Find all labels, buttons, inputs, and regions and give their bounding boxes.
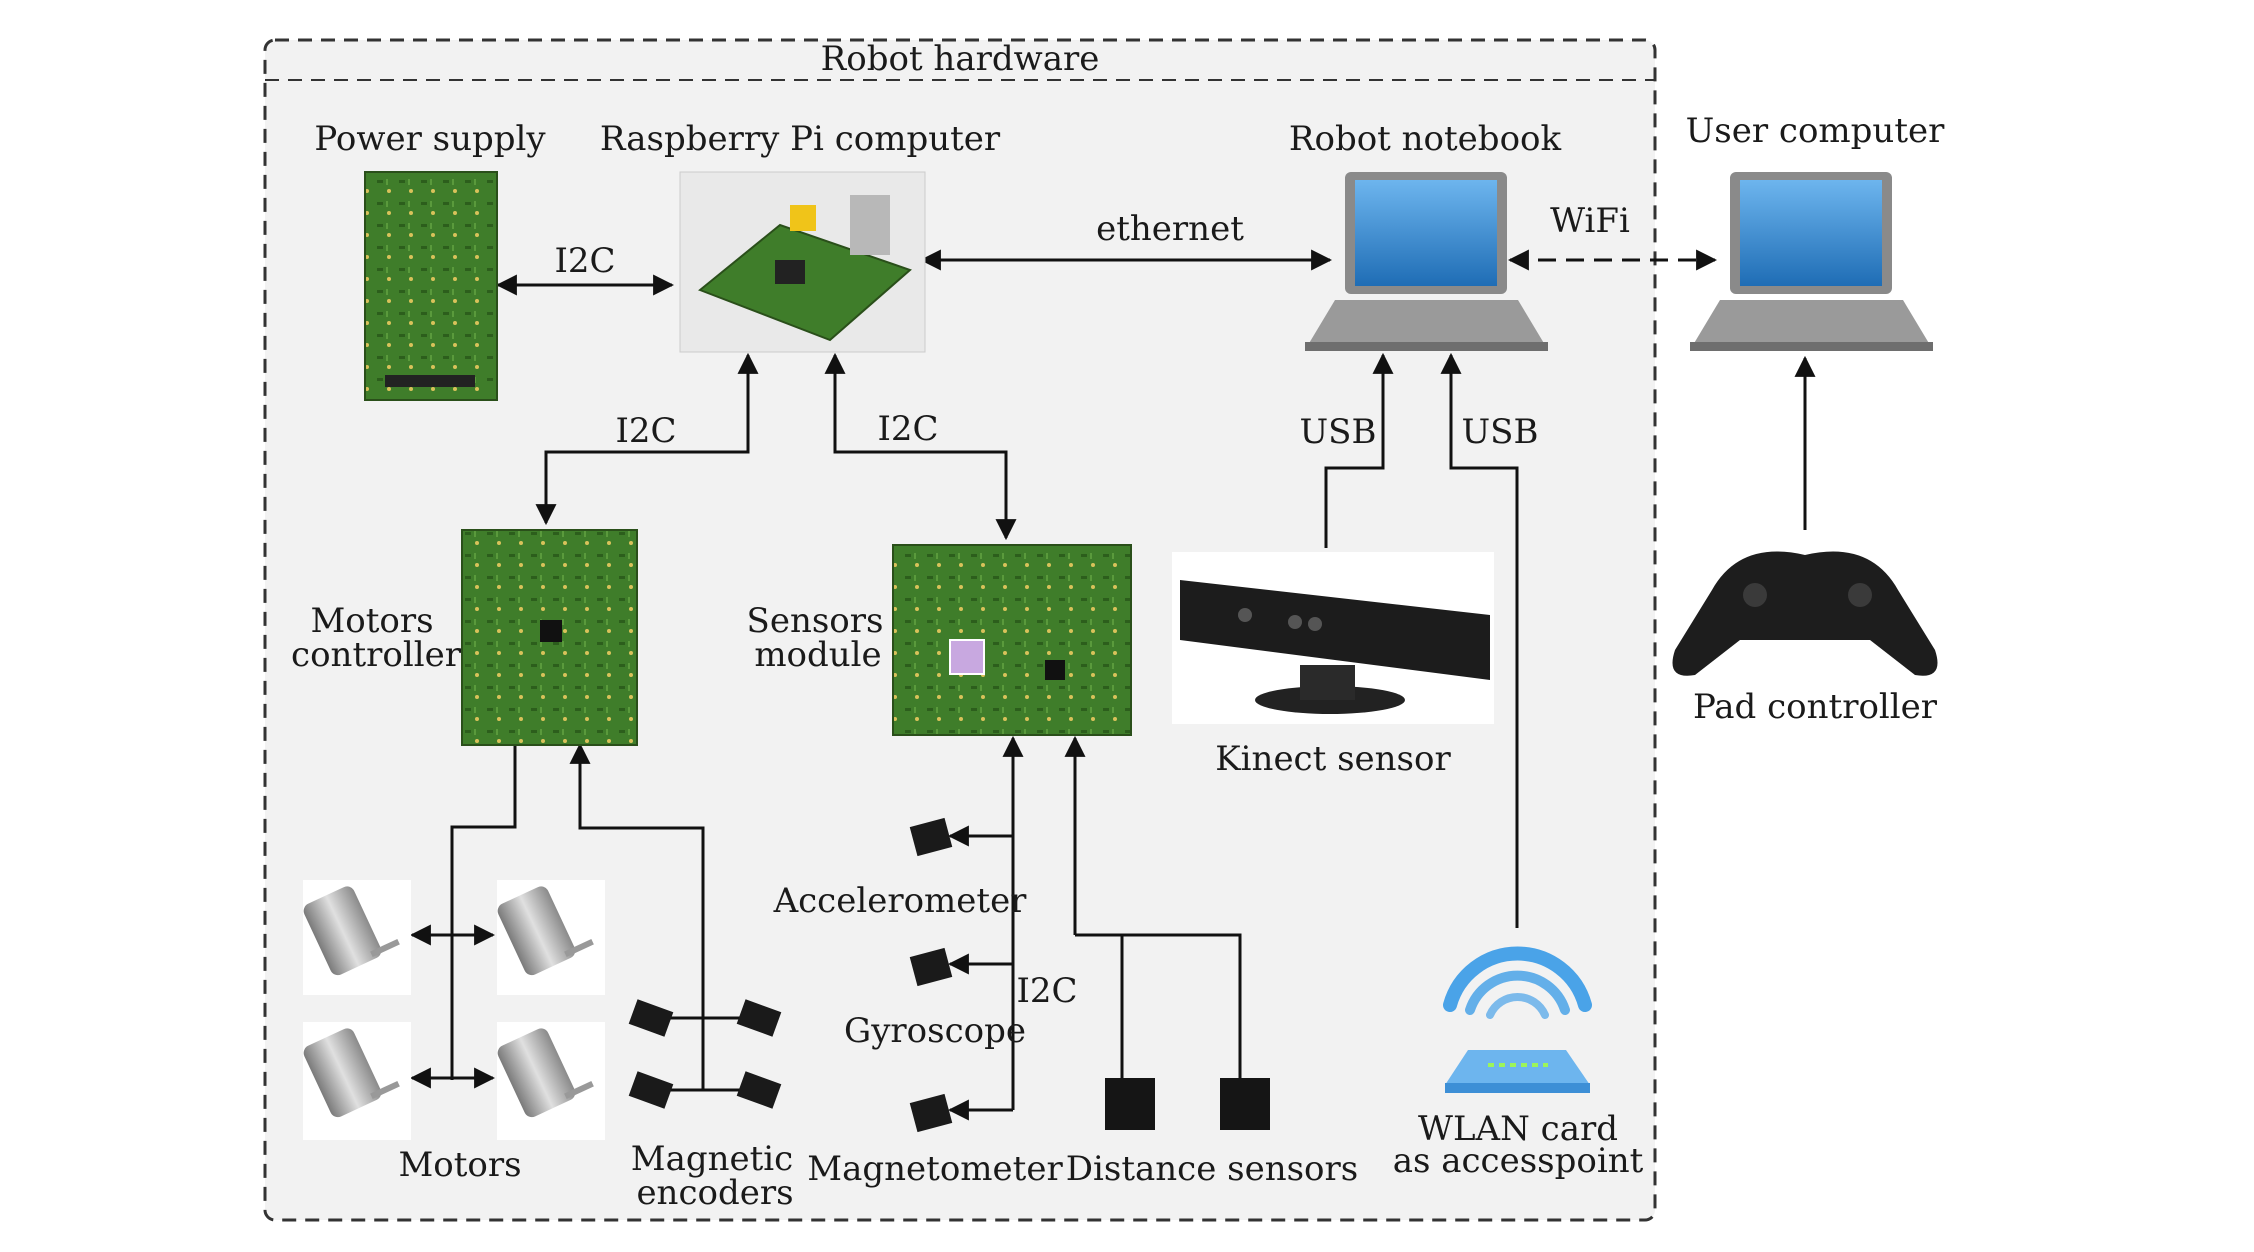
gamepad-icon: [1672, 551, 1938, 676]
node-kinect-sensor: Kinect sensor: [1172, 552, 1494, 779]
edge-label-psu-pi: I2C: [554, 241, 615, 281]
chip-icon: [909, 947, 953, 987]
label-accelerometer: Accelerometer: [773, 881, 1028, 921]
power-supply-board-icon: [364, 171, 498, 401]
node-robot-notebook: Robot notebook: [1289, 119, 1562, 351]
motor-icon: [303, 880, 411, 995]
node-magnetometer: Magnetometer: [807, 1093, 1063, 1189]
edges: [409, 249, 1816, 1121]
chip-icon: [736, 999, 782, 1037]
label-wlan-card-2: as accesspoint: [1393, 1141, 1644, 1181]
edge-wlan-notebook: [1440, 352, 1519, 928]
node-user-computer: User computer: [1686, 111, 1945, 351]
edge-encoders-controller: [569, 742, 705, 1090]
chip-icon: [628, 1071, 674, 1109]
node-pad-controller: Pad controller: [1672, 551, 1938, 727]
motor-icon: [303, 1022, 411, 1140]
edge-label-usb-kinect: USB: [1300, 412, 1377, 452]
node-motors: Motors: [303, 880, 605, 1185]
chip-icon: [628, 999, 674, 1037]
node-magnetic-encoders: Magnetic encoders: [628, 999, 794, 1213]
chip-icon: [736, 1071, 782, 1109]
wifi-router-icon: [1443, 946, 1592, 1019]
edge-label-pi-sensors: I2C: [877, 409, 938, 449]
label-pad-controller: Pad controller: [1693, 687, 1938, 727]
label-wlan-card-1: WLAN card: [1418, 1109, 1618, 1149]
label-user-computer: User computer: [1686, 111, 1945, 151]
motor-icon: [497, 1022, 605, 1140]
edge-pi-motors: [535, 352, 759, 526]
label-motors-controller-1: Motors: [310, 601, 433, 641]
node-sensors-module: Sensors module: [747, 544, 1132, 736]
sensors-module-board-icon: [892, 544, 1132, 736]
node-wlan-card: WLAN card as accesspoint: [1393, 946, 1644, 1181]
chip-icon: [909, 817, 953, 857]
kinect-icon: [1180, 580, 1490, 680]
edge-label-pi-motors: I2C: [615, 411, 676, 451]
node-raspberry-pi: Raspberry Pi computer: [600, 119, 1001, 353]
label-motors: Motors: [398, 1145, 521, 1185]
label-robot-notebook: Robot notebook: [1289, 119, 1562, 159]
group-title: Robot hardware: [821, 39, 1100, 79]
chip-icon: [909, 1093, 953, 1133]
node-motors-controller: Motors controller: [291, 529, 638, 746]
edge-label-imu-bus: I2C: [1016, 971, 1077, 1011]
label-distance-sensors: Distance sensors: [1066, 1149, 1358, 1189]
edge-distance-bus: [1120, 933, 1242, 1080]
edge-pi-sensors: [824, 352, 1017, 541]
edge-label-usb-wlan: USB: [1462, 412, 1539, 452]
edge-label-ethernet: ethernet: [1096, 209, 1244, 249]
distance-sensor-icon: [1220, 1078, 1270, 1130]
label-raspberry-pi: Raspberry Pi computer: [600, 119, 1001, 159]
edge-controller-motors: [450, 740, 517, 1080]
label-sensors-module-1: Sensors: [747, 601, 884, 641]
label-kinect-sensor: Kinect sensor: [1215, 739, 1451, 779]
distance-sensor-icon: [1105, 1078, 1155, 1130]
node-accelerometer: Accelerometer: [773, 817, 1028, 921]
label-magnetometer: Magnetometer: [807, 1149, 1063, 1189]
label-magnetic-encoders-1: Magnetic: [631, 1139, 793, 1179]
node-distance-sensors: Distance sensors: [1066, 1078, 1358, 1189]
motor-icon: [497, 880, 605, 995]
node-gyroscope: Gyroscope: [844, 947, 1026, 1051]
edge-kinect-notebook: [1324, 352, 1394, 548]
node-power-supply: Power supply: [314, 119, 546, 401]
label-motors-controller-2: controller: [291, 635, 462, 675]
label-sensors-module-2: module: [754, 635, 881, 675]
edge-label-wifi: WiFi: [1550, 201, 1630, 241]
label-magnetic-encoders-2: encoders: [636, 1173, 793, 1213]
label-gyroscope: Gyroscope: [844, 1011, 1026, 1051]
label-power-supply: Power supply: [314, 119, 546, 159]
